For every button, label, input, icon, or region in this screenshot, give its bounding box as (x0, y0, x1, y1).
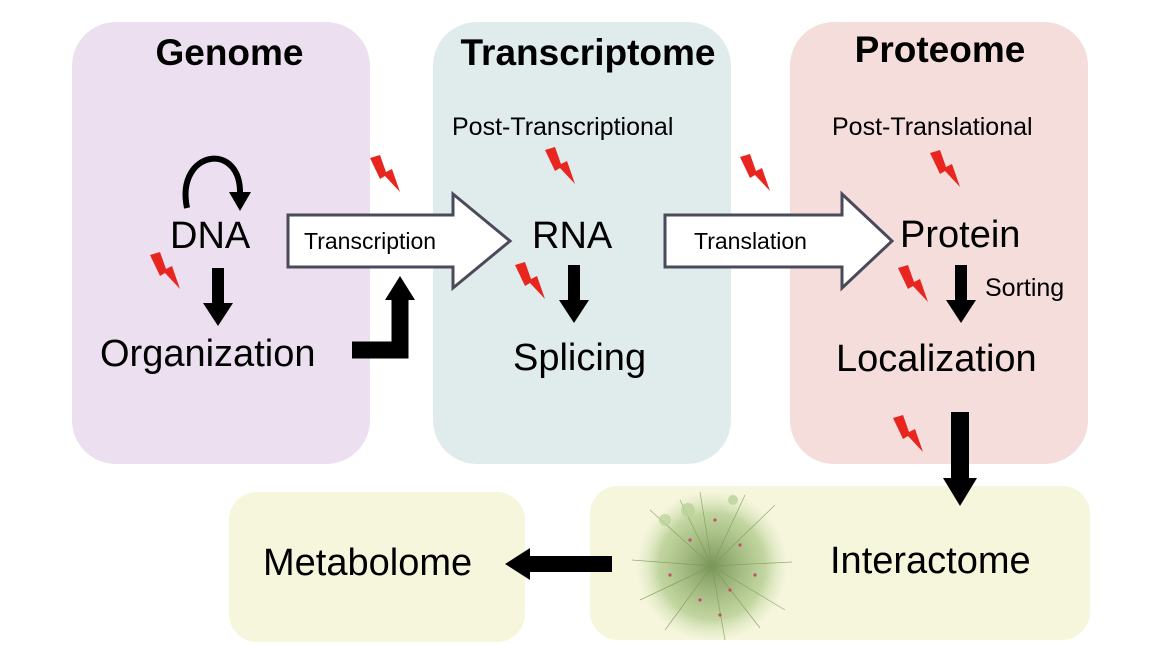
rna-label: RNA (532, 215, 613, 257)
genome-title: Genome (155, 32, 304, 73)
metabolome-label: Metabolome (263, 542, 473, 584)
post-translational-label: Post-Translational (832, 113, 1033, 141)
localization-label: Localization (836, 338, 1037, 380)
translation-arrow-label: Translation (694, 228, 807, 254)
transcriptome-title: Transcriptome (460, 32, 716, 73)
lightning-icon (740, 154, 770, 191)
sorting-label: Sorting (985, 274, 1065, 302)
protein-label: Protein (900, 214, 1021, 256)
lightning-icon (370, 155, 400, 192)
proteome-title: Proteome (854, 29, 1026, 70)
dna-label: DNA (170, 215, 251, 257)
post-transcriptional-label: Post-Transcriptional (452, 113, 674, 141)
metabolome-panel (229, 492, 525, 642)
interactome-label: Interactome (830, 540, 1031, 582)
splicing-label: Splicing (513, 337, 647, 379)
organization-label: Organization (100, 333, 316, 375)
transcription-arrow-label: Transcription (304, 228, 437, 254)
